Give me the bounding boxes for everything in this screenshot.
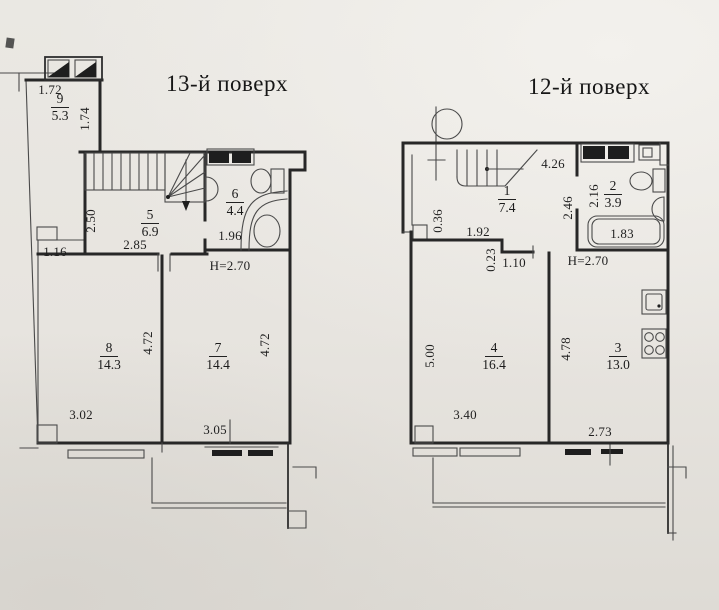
room-area: 4.4 <box>226 203 244 219</box>
height-note-12: H=2.70 <box>567 253 609 268</box>
dim-room3-height: 4.78 <box>558 337 573 361</box>
dim-bath-width: 1.96 <box>218 228 242 243</box>
room-number: 1 <box>497 183 517 201</box>
room-area: 5.3 <box>51 108 69 124</box>
room-label-2: 2 3.9 <box>591 178 635 211</box>
dim-pier-width: 0.36 <box>430 209 445 233</box>
floor12-bathroom-fixtures <box>580 143 666 248</box>
dim-room4-width: 3.40 <box>453 407 477 422</box>
dim-room8-width: 3.02 <box>69 407 93 422</box>
room-number: 9 <box>50 91 70 109</box>
floor13-bathroom-fixtures <box>205 148 288 251</box>
room-number: 4 <box>484 340 504 358</box>
dim-door-width: 1.10 <box>502 255 526 270</box>
room-number: 6 <box>225 186 245 204</box>
room-number: 7 <box>208 340 228 358</box>
height-note-13: H=2.70 <box>209 258 251 273</box>
room-label-9: 9 5.3 <box>38 91 82 124</box>
room-label-1: 1 7.4 <box>485 183 529 216</box>
floor13-windows-balcony <box>19 419 317 529</box>
dim-balcony-top: 1.72 <box>38 82 62 97</box>
dim-hall-width: 2.85 <box>123 237 147 252</box>
room-area: 14.4 <box>206 357 230 373</box>
room-label-3: 3 13.0 <box>596 340 640 373</box>
dim-tub-length: 1.83 <box>610 226 634 241</box>
dim-balcony-side: 1.74 <box>77 107 92 131</box>
dim-room7-height: 4.72 <box>257 333 272 357</box>
room-label-8: 8 14.3 <box>87 340 131 373</box>
dim-hall-top: 4.26 <box>541 156 565 171</box>
dim-room7-width: 3.05 <box>203 422 227 437</box>
floor12-stairs <box>456 149 538 187</box>
floor12-kitchen-fixtures <box>641 289 667 359</box>
dim-room8-height: 4.72 <box>140 331 155 355</box>
room-number: 8 <box>99 340 119 358</box>
floor12-title: 12-й поверх <box>528 74 650 99</box>
dim-hall-height: 2.50 <box>83 209 98 233</box>
floor12-walls <box>401 106 670 445</box>
dim-room4-height: 5.00 <box>422 344 437 368</box>
room-number: 2 <box>603 178 623 196</box>
dim-bath-height: 2.16 <box>586 184 601 208</box>
floor13-title: 13-й поверх <box>166 71 288 96</box>
floor13-walls <box>0 56 307 445</box>
room-label-6: 6 4.4 <box>213 186 257 219</box>
room-area: 7.4 <box>498 200 516 216</box>
floor13-stairs <box>84 152 206 211</box>
room-number: 5 <box>140 207 160 225</box>
room-label-4: 4 16.4 <box>472 340 516 373</box>
room-area: 13.0 <box>606 357 630 373</box>
room-number: 3 <box>608 340 628 358</box>
room-label-5: 5 6.9 <box>128 207 172 240</box>
floor12-windows-balcony <box>412 425 687 541</box>
room-label-7: 7 14.4 <box>196 340 240 373</box>
room-area: 14.3 <box>97 357 121 373</box>
dim-room3-width: 2.73 <box>588 424 612 439</box>
dim-balcony-bottom: 1.16 <box>43 244 67 259</box>
room-area: 16.4 <box>482 357 506 373</box>
room-area: 3.9 <box>604 195 622 211</box>
dim-hall-bottom: 1.92 <box>466 224 490 239</box>
dim-hall-height: 2.46 <box>560 196 575 220</box>
room-area: 6.9 <box>141 224 159 240</box>
